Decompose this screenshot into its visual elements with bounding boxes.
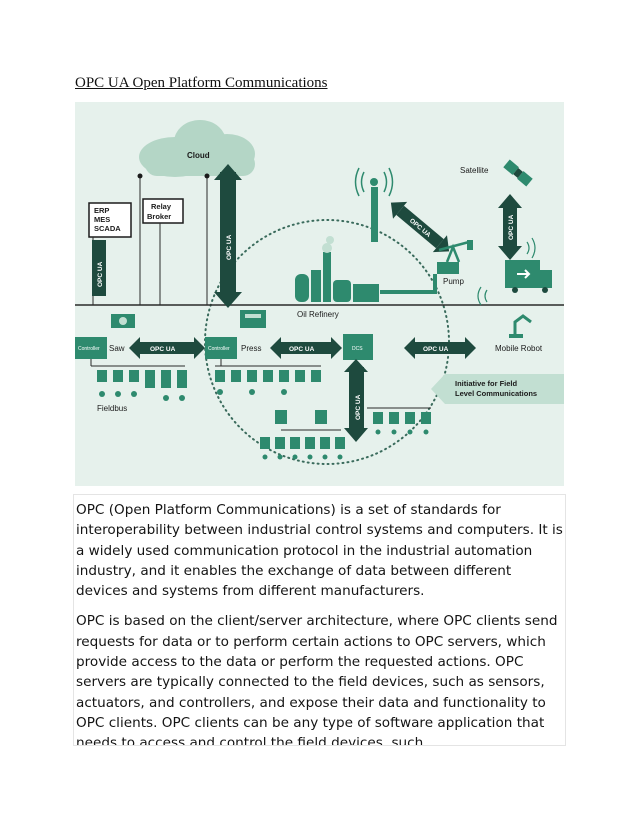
erp-label: ERP — [94, 206, 109, 215]
diagram-svg: Cloud ERP MES SCADA Relay Broker OPC UA — [75, 120, 564, 465]
svg-text:Controller: Controller — [78, 346, 100, 352]
pump-jack-icon — [380, 240, 473, 294]
svg-text:OPC UA: OPC UA — [289, 346, 315, 353]
robot-arm-icon — [509, 314, 532, 338]
paragraph-2: OPC is based on the client/server archit… — [76, 613, 558, 746]
dcs-box: DCS — [343, 334, 373, 360]
oil-refinery-icon — [295, 236, 379, 302]
svg-text:DCS: DCS — [352, 346, 363, 352]
controller-box-center: Controller — [205, 337, 237, 359]
scada-label: SCADA — [94, 224, 121, 233]
relay-label: Relay — [151, 202, 172, 211]
opc-ua-arrow-wireless: OPC UA — [390, 201, 450, 253]
initiative-callout: Initiative for Field Level Communication… — [431, 374, 564, 404]
satellite-icon — [503, 159, 533, 187]
paragraph-1: OPC (Open Platform Communications) is a … — [76, 502, 563, 600]
initiative-line-1: Initiative for Field — [455, 379, 518, 388]
fieldbus-label: Fieldbus — [97, 404, 127, 413]
erp-mes-scada-box: ERP MES SCADA — [88, 202, 132, 238]
svg-text:OPC UA: OPC UA — [226, 234, 233, 260]
opc-ua-arrow-erp: OPC UA — [92, 240, 106, 296]
fieldbus-devices-left — [90, 359, 187, 401]
opc-ua-arrow-dcs-vertical: OPC UA — [344, 359, 368, 442]
article-body: OPC (Open Platform Communications) is a … — [73, 494, 566, 746]
opc-ua-arrow-press-dcs: OPC UA — [270, 337, 342, 359]
antenna-tower-icon — [354, 167, 394, 242]
opc-ua-arrow-saw-press: OPC UA — [129, 337, 205, 359]
satellite-label: Satellite — [460, 166, 489, 175]
broker-label: Broker — [147, 212, 171, 221]
press-label: Press — [241, 344, 261, 353]
cloud-label: Cloud — [187, 151, 210, 160]
opc-ua-arrow-satellite: OPC UA — [498, 194, 522, 260]
mobile-robot-label: Mobile Robot — [495, 344, 543, 353]
opc-ua-arrow-dcs-robot: OPC UA — [404, 337, 476, 359]
svg-text:OPC UA: OPC UA — [150, 346, 176, 353]
svg-text:OPC UA: OPC UA — [508, 214, 515, 240]
initiative-line-2: Level Communications — [455, 389, 537, 398]
oil-refinery-label: Oil Refinery — [297, 310, 339, 319]
truck-icon — [505, 237, 552, 293]
svg-text:OPC UA: OPC UA — [355, 394, 362, 420]
pump-label: Pump — [443, 277, 464, 286]
press-icon — [240, 310, 266, 328]
cloud-icon — [139, 120, 255, 177]
field-device-tree — [260, 407, 431, 460]
mes-label: MES — [94, 215, 110, 224]
relay-broker-box: Relay Broker — [142, 198, 184, 224]
controller-box-left: Controller — [75, 337, 107, 359]
opc-ua-architecture-diagram: Cloud ERP MES SCADA Relay Broker OPC UA — [75, 102, 564, 486]
svg-text:OPC UA: OPC UA — [423, 346, 449, 353]
document-title: OPC UA Open Platform Communications — [75, 75, 328, 91]
opc-ua-arrow-cloud: OPC UA — [214, 164, 242, 308]
svg-text:Controller: Controller — [208, 346, 230, 352]
fieldbus-devices-center — [215, 359, 321, 395]
saw-label: Saw — [109, 344, 125, 353]
svg-text:OPC UA: OPC UA — [97, 261, 104, 287]
saw-icon — [111, 314, 135, 328]
